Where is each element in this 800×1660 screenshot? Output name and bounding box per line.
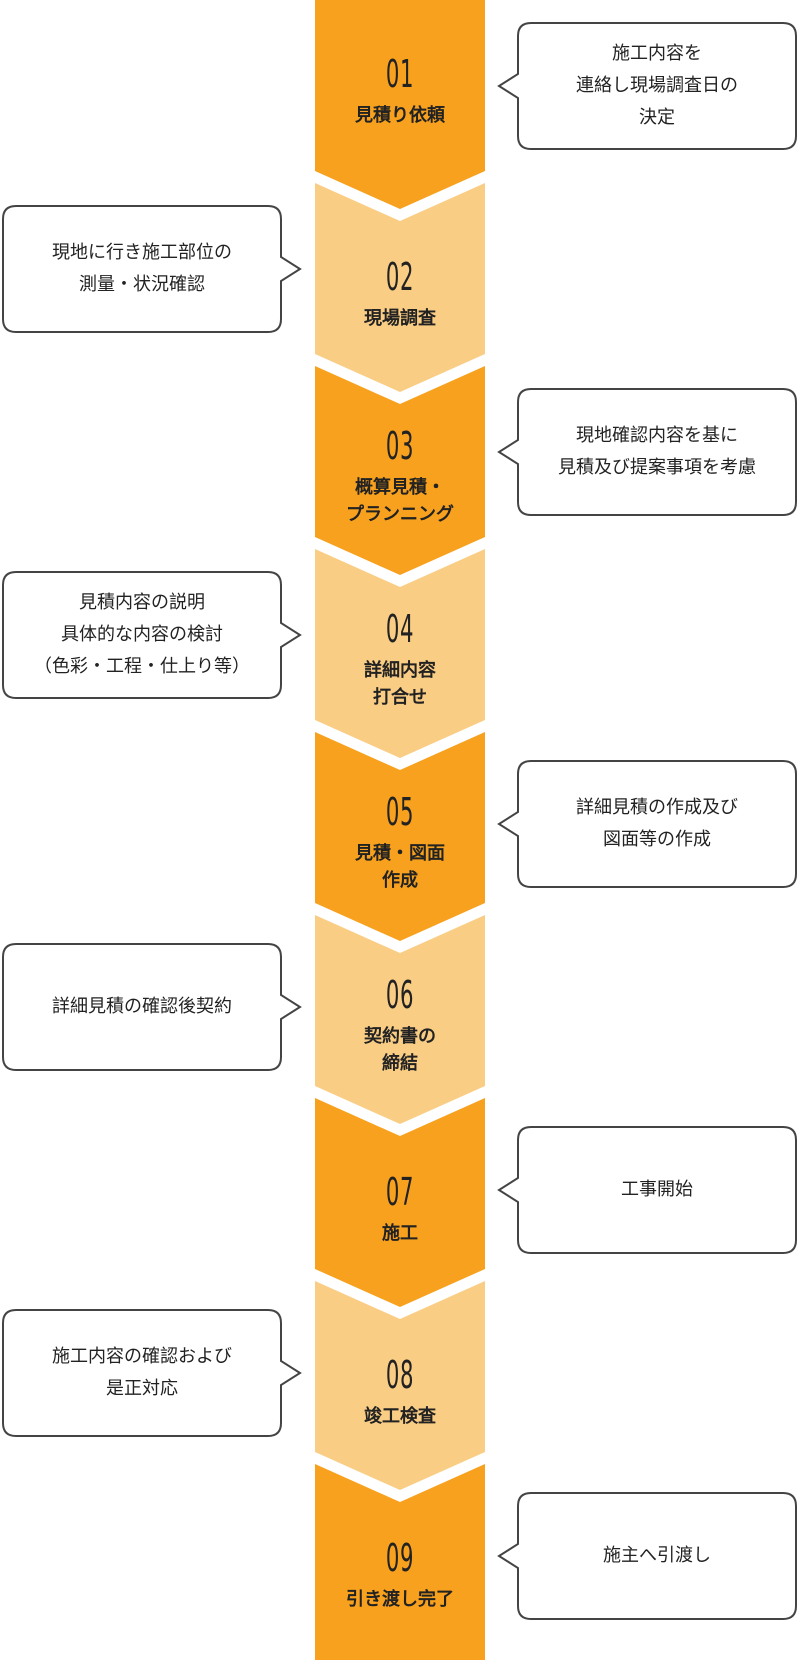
note-text: 現地確認内容を基に 見積及び提案事項を考慮	[558, 425, 756, 478]
step-07-chevron	[315, 1098, 485, 1307]
note-text: 見積内容の説明 具体的な内容の検討 （色彩・工程・仕上り等）	[34, 592, 250, 677]
note-text: 詳細見積の確認後契約	[52, 996, 232, 1017]
step-04-note-bubble: 見積内容の説明 具体的な内容の検討 （色彩・工程・仕上り等）	[2, 571, 302, 699]
bubble-shape	[497, 760, 797, 888]
step-01-chevron	[315, 0, 485, 209]
note-text: 施主へ引渡し	[603, 1545, 711, 1566]
step-01: 01 見積り依頼	[315, 52, 485, 129]
bubble-outline	[2, 205, 302, 333]
bubble-outline	[497, 1492, 797, 1620]
step-01-note-bubble: 施工内容を 連絡し現場調査日の 決定	[497, 22, 797, 150]
bubble-shape	[2, 205, 302, 333]
step-02: 02 現場調査	[315, 255, 485, 332]
step-07: 07 施工	[315, 1170, 485, 1247]
note-text: 施工内容の確認および 是正対応	[52, 1346, 232, 1399]
step-number: 05	[385, 790, 415, 834]
step-06: 06 契約書の 締結	[315, 973, 485, 1077]
step-08: 08 竣工検査	[315, 1353, 485, 1430]
step-03-chevron	[315, 366, 485, 575]
step-03-note-bubble: 現地確認内容を基に 見積及び提案事項を考慮	[497, 388, 797, 516]
step-number: 02	[385, 254, 415, 299]
note-text: 施工内容を 連絡し現場調査日の 決定	[576, 43, 738, 128]
step-number: 01	[385, 51, 415, 96]
step-number: 06	[385, 973, 415, 1017]
step-title: 施工	[382, 1222, 418, 1244]
step-09-chevron	[315, 1464, 485, 1660]
bubble-outline	[2, 571, 302, 699]
step-title: 引き渡し完了	[346, 1588, 454, 1610]
step-02-note-bubble: 現地に行き施工部位の 測量・状況確認	[2, 205, 302, 333]
step-title: 見積・図面 作成	[355, 843, 445, 891]
step-number: 09	[385, 1535, 415, 1580]
bubble-shape	[497, 22, 797, 150]
step-title: 詳細内容 打合せ	[364, 660, 436, 708]
bubble-outline	[2, 943, 302, 1071]
bubble-shape	[2, 1309, 302, 1437]
bubble-outline	[497, 1126, 797, 1254]
step-04-chevron	[315, 549, 485, 758]
step-title: 竣工検査	[364, 1405, 436, 1427]
note-text: 工事開始	[621, 1179, 693, 1200]
bubble-shape	[2, 571, 302, 699]
step-09: 09 引き渡し完了	[315, 1536, 485, 1613]
step-08-chevron	[315, 1281, 485, 1490]
step-05: 05 見積・図面 作成	[315, 790, 485, 894]
step-title: 概算見積・ プランニング	[346, 477, 454, 525]
bubble-outline	[497, 22, 797, 150]
bubble-outline	[2, 1309, 302, 1437]
step-title: 見積り依頼	[355, 104, 445, 126]
step-title: 現場調査	[364, 307, 436, 329]
step-04: 04 詳細内容 打合せ	[315, 607, 485, 711]
bubble-outline	[497, 388, 797, 516]
step-07-note-bubble: 工事開始	[497, 1126, 797, 1254]
bubble-outline	[497, 760, 797, 888]
step-number: 08	[385, 1352, 415, 1397]
step-number: 07	[385, 1169, 415, 1214]
bubble-shape	[497, 1492, 797, 1620]
step-06-chevron	[315, 915, 485, 1124]
step-number: 03	[385, 424, 415, 468]
step-03: 03 概算見積・ プランニング	[315, 424, 485, 528]
step-08-note-bubble: 施工内容の確認および 是正対応	[2, 1309, 302, 1437]
note-text: 詳細見積の作成及び 図面等の作成	[576, 797, 738, 850]
step-02-chevron	[315, 183, 485, 392]
step-number: 04	[385, 607, 415, 651]
step-09-note-bubble: 施主へ引渡し	[497, 1492, 797, 1620]
note-text: 現地に行き施工部位の 測量・状況確認	[52, 242, 232, 295]
bubble-shape	[2, 943, 302, 1071]
bubble-shape	[497, 388, 797, 516]
step-title: 契約書の 締結	[364, 1026, 436, 1074]
step-06-note-bubble: 詳細見積の確認後契約	[2, 943, 302, 1071]
step-05-note-bubble: 詳細見積の作成及び 図面等の作成	[497, 760, 797, 888]
bubble-shape	[497, 1126, 797, 1254]
step-05-chevron	[315, 732, 485, 941]
